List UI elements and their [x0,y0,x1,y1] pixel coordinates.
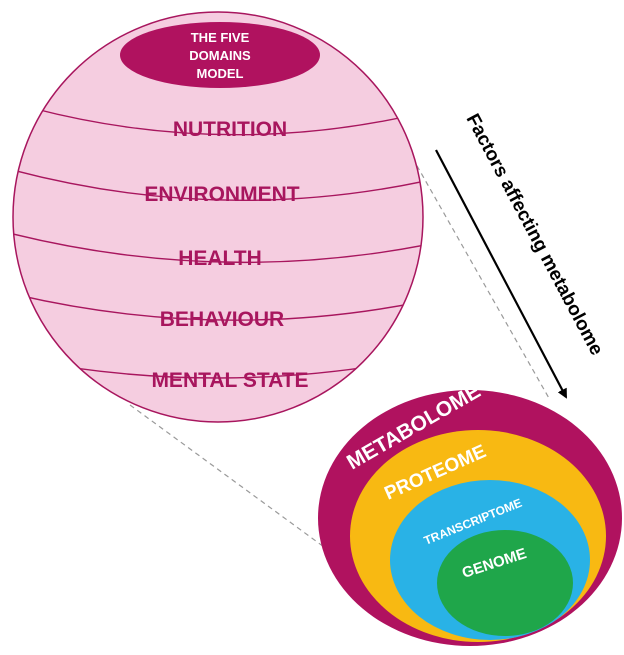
five-domains-sphere [12,11,424,423]
domain-nutrition: NUTRITION [173,118,287,141]
factors-arrow-label: Factors affecting metabolome [462,110,607,359]
factors-arrow [435,149,567,399]
sphere-latitude-lines [13,101,423,379]
title-line-2: DOMAINS [189,48,251,63]
connector-line-top [407,149,551,401]
domain-mental-state: MENTAL STATE [151,369,308,392]
title-line-1: THE FIVE [191,30,250,45]
genome-layer [437,530,573,636]
title-line-3: MODEL [197,66,244,81]
latitude-line-4 [13,291,423,321]
title-badge [120,22,320,88]
domain-environment: ENVIRONMENT [144,183,299,206]
domain-behaviour: BEHAVIOUR [160,308,284,331]
latitude-line-3 [13,231,423,264]
connector-line-bottom [129,404,336,556]
latitude-line-1 [13,101,423,136]
domain-health: HEALTH [178,247,262,270]
latitude-line-2 [13,167,423,202]
